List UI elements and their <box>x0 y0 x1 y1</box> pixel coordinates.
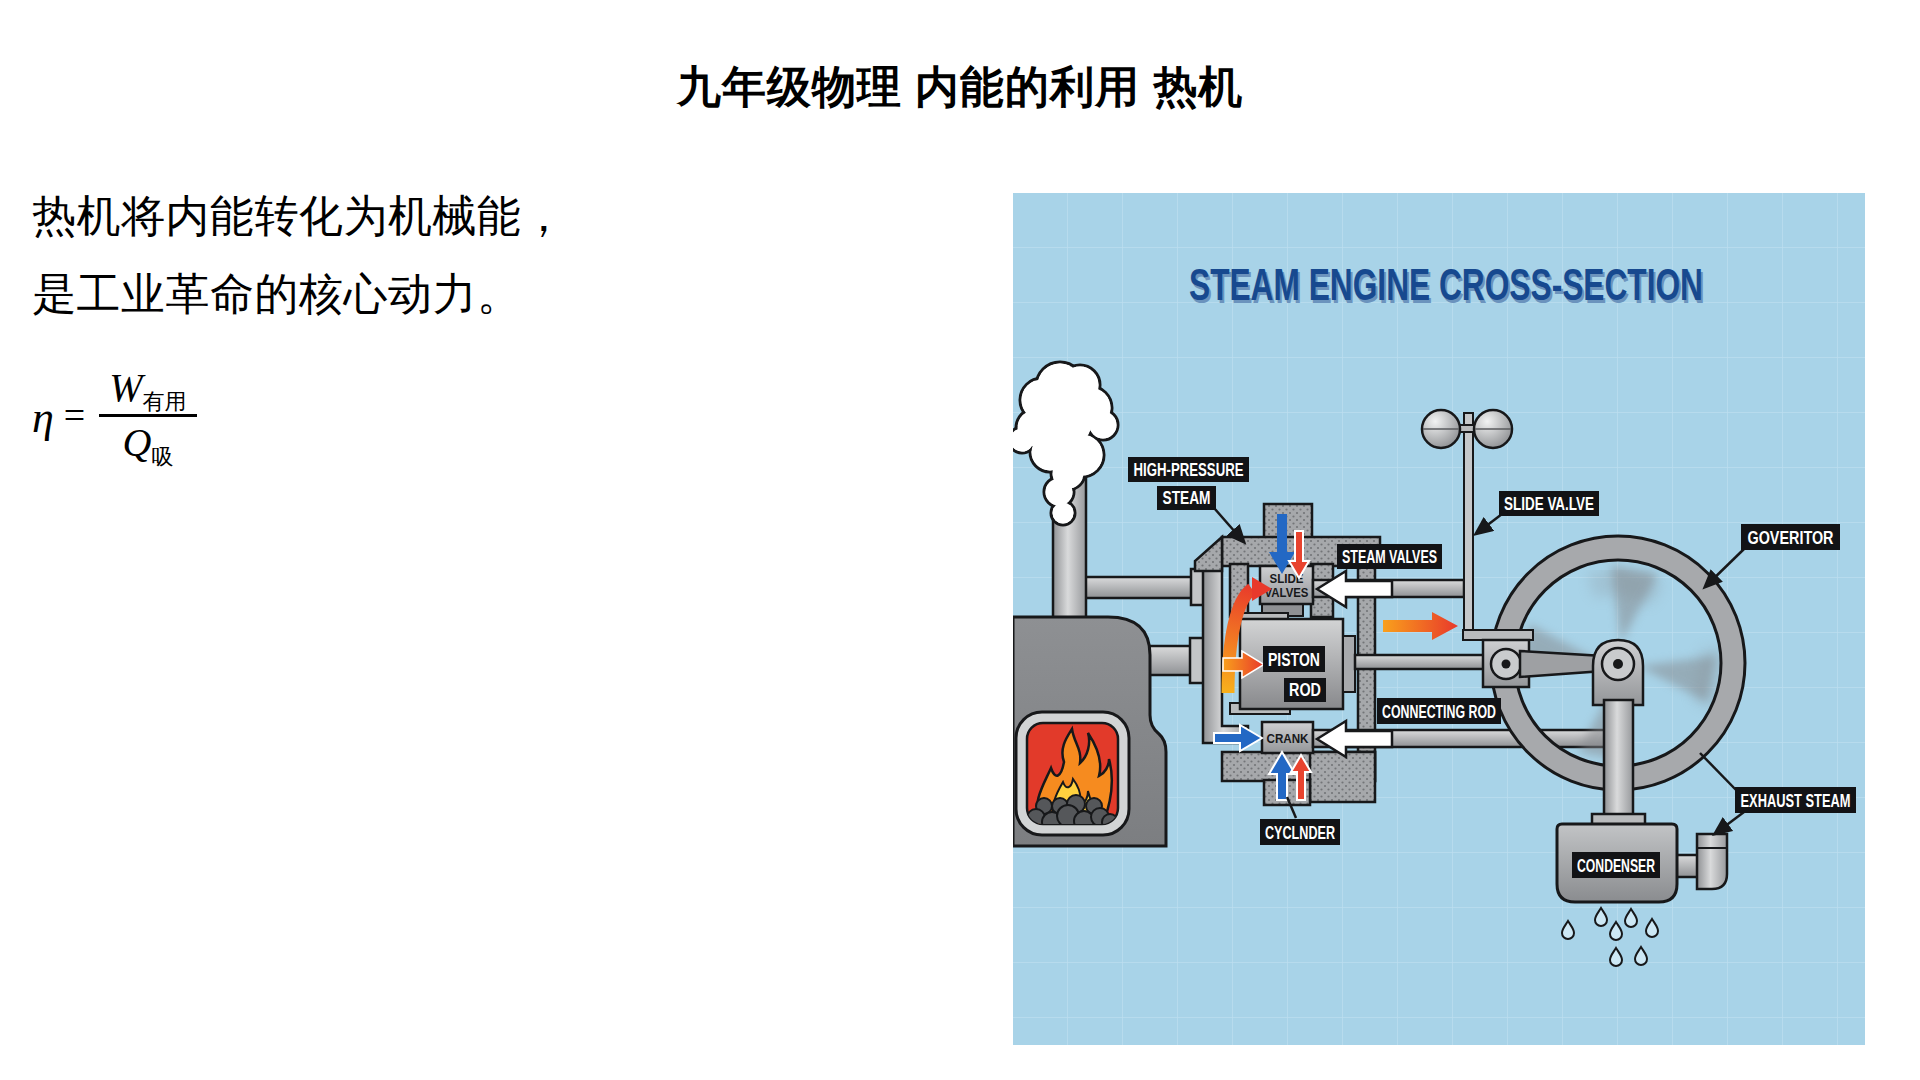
svg-text:CONDENSER: CONDENSER <box>1577 855 1655 876</box>
intro-line-2: 是工业革命的核心动力。 <box>32 255 566 333</box>
formula-numerator-sub: 有用 <box>143 389 187 414</box>
svg-text:GOVERITOR: GOVERITOR <box>1748 527 1834 548</box>
label-slide-valve: SLIDE VA.LVE <box>1499 491 1599 516</box>
formula-eta: η <box>32 392 54 443</box>
label-connecting-rod: CONNECTING ROD <box>1377 698 1501 724</box>
svg-text:STEAM: STEAM <box>1163 487 1211 508</box>
efficiency-formula: η = W有用 Q吸 <box>32 364 197 466</box>
steam-engine-diagram: STEAM ENGINE CROSS-SECTION STEAM ENGINE … <box>1013 193 1865 1045</box>
crank-label: CRANK <box>1267 731 1309 746</box>
diagram-title: STEAM ENGINE CROSS-SECTION <box>1189 260 1703 309</box>
intro-line-1: 热机将内能转化为机械能， <box>32 177 566 255</box>
firebox <box>1016 712 1129 835</box>
page-title: 九年级物理 内能的利用 热机 <box>0 58 1920 117</box>
support-pillar <box>1604 700 1633 817</box>
formula-denominator-sub: 吸 <box>151 444 173 469</box>
label-condenser: CONDENSER <box>1572 852 1660 878</box>
piston-rod <box>1355 655 1485 669</box>
formula-denominator: Q <box>122 420 151 465</box>
svg-text:CONNECTING ROD: CONNECTING ROD <box>1382 701 1496 722</box>
svg-text:STEAM VALVES: STEAM VALVES <box>1342 546 1437 567</box>
formula-numerator: W <box>109 365 142 410</box>
intro-text: 热机将内能转化为机械能， 是工业革命的核心动力。 <box>32 177 566 333</box>
connecting-rod <box>1520 651 1603 677</box>
label-steam-valves: STEAM VALVES <box>1337 544 1442 569</box>
svg-text:CYCLNDER: CYCLNDER <box>1265 822 1335 843</box>
slide-valves-label-line2: VALVES <box>1265 586 1309 600</box>
label-cylinder: CYCLNDER <box>1260 819 1340 845</box>
formula-equals: = <box>64 393 85 437</box>
svg-text:SLIDE VA.LVE: SLIDE VA.LVE <box>1504 493 1594 514</box>
exhaust-elbow <box>1697 834 1727 889</box>
label-governor: GOVERITOR <box>1741 524 1840 550</box>
svg-text:EXHAUST STEAM: EXHAUST STEAM <box>1741 790 1851 811</box>
svg-text:ROD: ROD <box>1289 679 1321 700</box>
label-exhaust-steam: EXHAUST STEAM <box>1735 787 1856 813</box>
flywheel-hub <box>1593 640 1643 705</box>
svg-text:PISTON: PISTON <box>1268 649 1320 670</box>
svg-text:HIGH-PRESSURE: HIGH-PRESSURE <box>1134 459 1244 480</box>
formula-fraction: W有用 Q吸 <box>99 364 196 466</box>
slide-valve-rod <box>1464 428 1473 635</box>
